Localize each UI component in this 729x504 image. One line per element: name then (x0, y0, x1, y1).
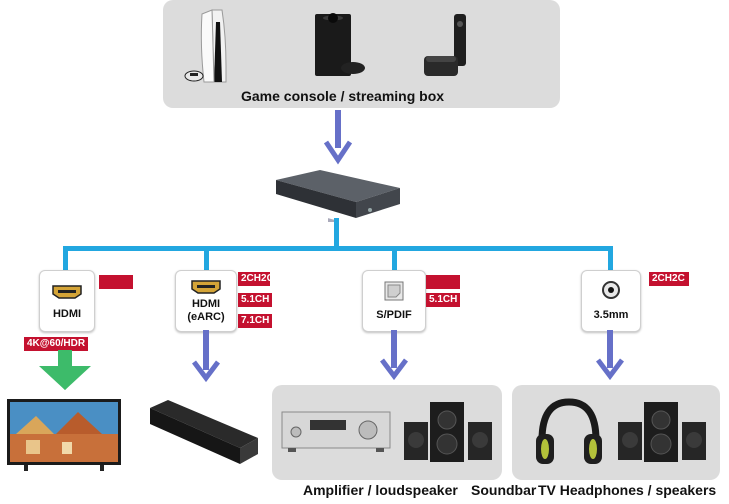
port-label: HDMI (191, 298, 221, 310)
format-badge: 7.1CH (238, 314, 273, 328)
format-badge: 2CH2C (649, 272, 689, 286)
caption-soundbar: Soundbar (471, 482, 537, 498)
tv-icon (7, 399, 121, 471)
device-drop-line (334, 218, 339, 250)
format-badge (426, 275, 460, 289)
caption-amplifier: Amplifier / loudspeaker (303, 482, 458, 498)
av-receiver-icon (281, 411, 391, 452)
audio-extractor-device-icon (276, 170, 400, 222)
caption-headphones: TV Headphones / speakers (538, 482, 717, 498)
format-badge: 2CH2C (238, 272, 270, 286)
port-label: 3.5mm (593, 309, 629, 321)
drop-line-hdmi-earc (204, 246, 209, 273)
port-spdif: S/PDIF (362, 270, 426, 332)
spdif-to-amplifier-arrow (380, 330, 408, 381)
port-label: HDMI (52, 308, 82, 320)
optical-connector-icon (384, 281, 404, 301)
speaker-set-icon (404, 402, 492, 462)
drop-line-3-5mm (608, 246, 613, 273)
port-3-5mm: 3.5mm (581, 270, 641, 332)
source-title: Game console / streaming box (241, 88, 445, 104)
port-hdmi: HDMI (39, 270, 95, 332)
hdmi-to-tv-arrow (39, 350, 91, 390)
hdmi-connector-icon (52, 285, 82, 299)
headphones-icon (536, 398, 602, 464)
source-to-switch-arrow (323, 110, 353, 165)
speaker-set-icon (618, 402, 706, 462)
audio-jack-icon (602, 281, 620, 299)
drop-line-hdmi (63, 246, 68, 273)
drop-line-spdif (392, 246, 397, 273)
format-badge: 5.1CH (426, 293, 461, 307)
soundbar-icon (150, 400, 258, 464)
earc-to-soundbar-arrow (192, 330, 220, 383)
ps5-console-icon (184, 9, 227, 83)
format-badge: 5.1CH (238, 293, 273, 307)
streaming-box-icon (424, 14, 466, 76)
jack-to-headphones-arrow (596, 330, 624, 381)
port-hdmi-earc: HDMI (eARC) (175, 270, 237, 332)
hdmi-connector-icon (191, 280, 221, 294)
resolution-badge: 4K@60/HDR (24, 337, 89, 351)
xbox-console-icon (315, 13, 365, 76)
port-label: S/PDIF (376, 309, 412, 321)
source-panel (163, 0, 560, 108)
format-badge (99, 275, 133, 289)
port-label: (eARC) (187, 311, 225, 323)
distribution-bus-line (63, 246, 613, 251)
